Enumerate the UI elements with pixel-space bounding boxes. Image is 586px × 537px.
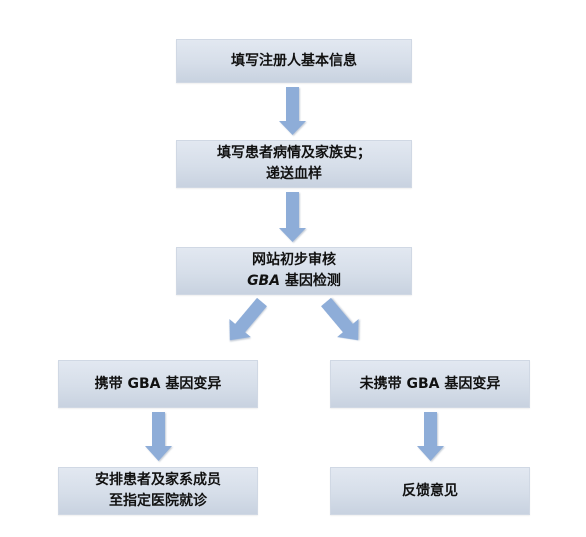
arrow-down-1 xyxy=(279,87,306,135)
step-website-review: 网站初步审核 GBA 基因检测 xyxy=(176,247,412,295)
arrow-down-left xyxy=(145,412,172,461)
branch-carrier-label: 携带 GBA 基因变异 xyxy=(94,375,222,392)
step-medical-history: 填写患者病情及家族史； 递送血样 xyxy=(176,140,412,188)
step-register-info-label: 填写注册人基本信息 xyxy=(231,52,357,69)
result-hospital-visit: 安排患者及家系成员 至指定医院就诊 xyxy=(58,467,258,515)
arrow-down-right xyxy=(417,412,444,461)
arrow-down-2 xyxy=(279,192,306,242)
arrow-diagonal-left xyxy=(229,297,267,341)
branch-non-carrier-label: 未携带 GBA 基因变异 xyxy=(359,375,501,392)
step-gene-test-line: GBA 基因检测 xyxy=(247,271,341,292)
gene-test-label: 基因检测 xyxy=(280,273,341,289)
result-feedback-label: 反馈意见 xyxy=(402,482,458,499)
result-hospital-visit-line2: 至指定医院就诊 xyxy=(109,493,207,509)
step-medical-history-line1: 填写患者病情及家族史； xyxy=(217,145,371,161)
branch-carrier: 携带 GBA 基因变异 xyxy=(58,360,258,408)
step-register-info: 填写注册人基本信息 xyxy=(176,39,412,83)
step-medical-history-line2: 递送血样 xyxy=(266,166,322,182)
result-feedback: 反馈意见 xyxy=(330,467,530,515)
branch-non-carrier: 未携带 GBA 基因变异 xyxy=(330,360,530,408)
arrow-diagonal-right xyxy=(321,297,359,341)
result-hospital-visit-line1: 安排患者及家系成员 xyxy=(95,472,221,488)
step-website-review-line1: 网站初步审核 xyxy=(252,252,336,268)
gba-label: GBA xyxy=(247,273,281,289)
